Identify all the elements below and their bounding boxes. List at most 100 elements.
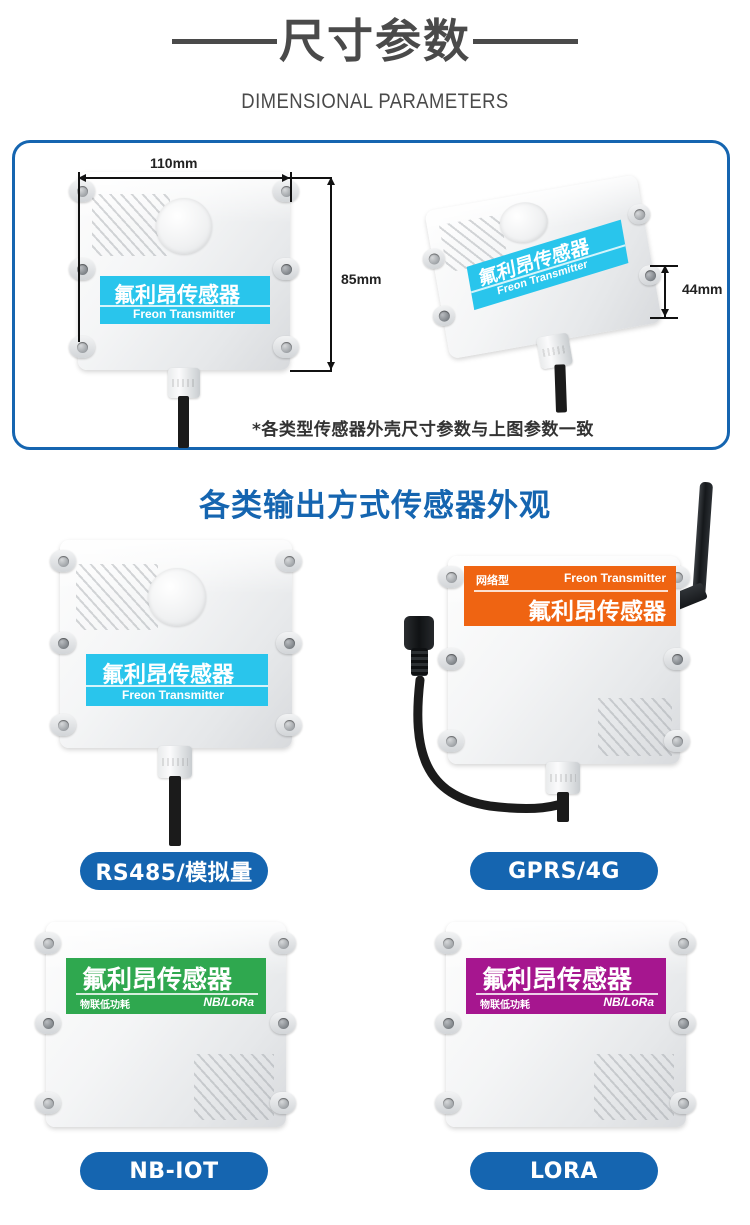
output-cable: [557, 792, 569, 822]
output-cable: [554, 364, 568, 413]
power-cable: [413, 675, 558, 814]
variant-device-nbiot: 氟利昂传感器 物联低功耗 NB/LoRa: [35, 922, 296, 1132]
mounting-ear: [69, 336, 95, 358]
product-label-cn: 氟利昂传感器: [82, 965, 233, 994]
cable-gland: [158, 746, 192, 778]
mounting-ear: [438, 648, 464, 670]
mounting-ear: [664, 730, 690, 752]
mounting-ear: [664, 648, 690, 670]
width-arrow-right-icon: [282, 174, 290, 182]
device-case: [46, 922, 286, 1127]
mounting-ear: [435, 932, 461, 954]
title-rule-left: [172, 38, 277, 44]
variant-device-gprs: 网络型 Freon Transmitter 氟利昂传感器: [438, 556, 690, 822]
mounting-ear: [435, 1012, 461, 1034]
mounting-ear: [273, 336, 299, 358]
height-ext-line-top: [290, 177, 332, 179]
product-label-cn: 氟利昂传感器: [114, 283, 240, 307]
label-divider: [76, 993, 258, 995]
depth-arrow-top-icon: [661, 265, 669, 273]
depth-dimension-label: 44mm: [682, 281, 723, 297]
product-label-type: NB/LoRa: [203, 995, 254, 1009]
height-dimension-line: [330, 177, 332, 370]
product-label-en: Freon Transmitter: [122, 688, 225, 702]
product-label-network-type: 网络型: [476, 575, 509, 587]
height-arrow-top-icon: [327, 177, 335, 185]
angled-view-device: 氟利昂传感器 Freon Transmitter: [421, 172, 685, 413]
variant-caption-lora[interactable]: LORA: [470, 1152, 658, 1190]
mounting-ear: [670, 1012, 696, 1034]
product-label-plate: 氟利昂传感器 物联低功耗 NB/LoRa: [466, 958, 666, 1014]
width-ext-line-right: [290, 172, 292, 202]
product-label-cn: 氟利昂传感器: [528, 599, 666, 625]
dimension-note: *各类型传感器外壳尺寸参数与上图参数一致: [252, 420, 594, 440]
variant-caption-rs485[interactable]: RS485/模拟量: [80, 852, 268, 890]
label-divider: [86, 685, 268, 687]
mounting-ear: [50, 632, 76, 654]
mounting-ear: [438, 566, 464, 588]
product-label-en: Freon Transmitter: [563, 571, 666, 585]
variant-device-rs485: 氟利昂传感器 Freon Transmitter: [50, 540, 302, 846]
depth-arrow-bottom-icon: [661, 309, 669, 317]
section-heading: 各类输出方式传感器外观: [199, 488, 551, 524]
mounting-ear: [670, 1092, 696, 1114]
width-arrow-left-icon: [78, 174, 86, 182]
mounting-ear: [50, 714, 76, 736]
label-divider: [476, 993, 658, 995]
variant-caption-nbiot[interactable]: NB-IOT: [80, 1152, 268, 1190]
height-ext-line-bottom: [290, 370, 332, 372]
label-divider: [474, 590, 668, 592]
dimension-panel: [12, 140, 730, 450]
mounting-ear: [438, 730, 464, 752]
product-label-plate: 氟利昂传感器 Freon Transmitter: [86, 654, 268, 706]
vent-hatch: [76, 564, 158, 630]
mounting-ear: [276, 714, 302, 736]
mounting-ear: [35, 1092, 61, 1114]
title-rule-right: [473, 38, 578, 44]
product-label-plate: 氟利昂传感器 Freon Transmitter: [100, 276, 270, 324]
output-cable: [178, 396, 189, 448]
product-label-cn: 氟利昂传感器: [482, 965, 633, 994]
mounting-ear: [273, 258, 299, 280]
variant-device-lora: 氟利昂传感器 物联低功耗 NB/LoRa: [435, 922, 696, 1132]
label-divider: [100, 305, 270, 307]
cable-gland: [168, 368, 200, 398]
page-header: 尺寸参数 DIMENSIONAL PARAMETERS: [0, 0, 750, 130]
product-label-cn: 氟利昂传感器: [102, 663, 235, 688]
mounting-ear: [35, 1012, 61, 1034]
mounting-ear: [270, 1012, 296, 1034]
depth-ext-line-bottom: [650, 317, 678, 319]
mounting-ear: [276, 550, 302, 572]
vent-hatch: [598, 698, 672, 756]
depth-dimension-line: [664, 265, 666, 317]
mounting-ear: [276, 632, 302, 654]
output-cable: [169, 776, 181, 846]
variant-caption-gprs[interactable]: GPRS/4G: [470, 852, 658, 890]
product-label-sub: 物联低功耗: [80, 1000, 130, 1011]
width-ext-line-left: [78, 172, 80, 342]
product-label-type: NB/LoRa: [603, 995, 654, 1009]
product-label-plate: 网络型 Freon Transmitter 氟利昂传感器: [464, 566, 676, 626]
front-view-device: 氟利昂传感器 Freon Transmitter: [69, 172, 299, 448]
mounting-ear: [69, 258, 95, 280]
cable-gland: [546, 762, 580, 794]
product-label-sub: 物联低功耗: [480, 1000, 530, 1011]
dc-connector-strain-relief-icon: [411, 648, 428, 676]
mounting-ear: [270, 932, 296, 954]
mounting-ear: [50, 550, 76, 572]
mounting-ear: [270, 1092, 296, 1114]
mounting-ear: [35, 932, 61, 954]
sensor-grille-icon: [156, 198, 212, 254]
sensor-grille-icon: [148, 568, 206, 626]
page-title: 尺寸参数: [0, 18, 750, 64]
mounting-ear: [670, 932, 696, 954]
vent-hatch: [194, 1054, 274, 1120]
product-label-en: Freon Transmitter: [133, 307, 236, 321]
mounting-ear: [69, 180, 95, 202]
height-dimension-label: 85mm: [341, 271, 382, 287]
page-title-cn: 尺寸参数: [279, 14, 471, 68]
dc-connector-icon: [404, 616, 434, 650]
vent-hatch: [594, 1054, 674, 1120]
width-dimension-line: [78, 177, 290, 179]
height-arrow-bottom-icon: [327, 362, 335, 370]
